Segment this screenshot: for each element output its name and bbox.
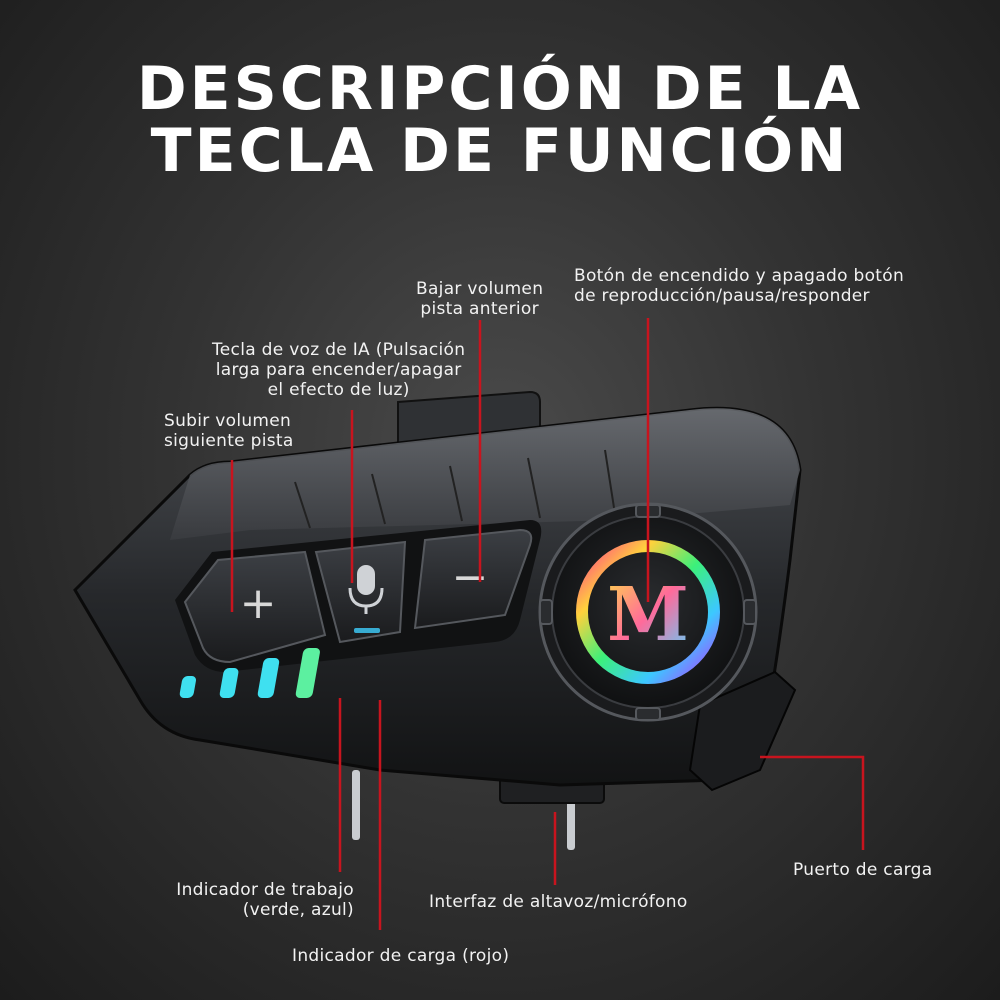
ai-voice-button[interactable] bbox=[314, 540, 407, 644]
callout-power: Botón de encendido y apagado botón de re… bbox=[574, 266, 904, 306]
led-indicators bbox=[179, 648, 320, 698]
callout-volume-up-line2: siguiente pista bbox=[164, 431, 294, 451]
page-title-line2: TECLA DE FUNCIÓN bbox=[150, 116, 850, 186]
minus-symbol: − bbox=[452, 552, 489, 603]
callout-speaker-mic: Interfaz de altavoz/micrófono bbox=[429, 892, 688, 912]
callout-speaker-mic-line1: Interfaz de altavoz/micrófono bbox=[429, 892, 688, 912]
mount-pin-right bbox=[567, 790, 575, 850]
callout-volume-up: Subir volumen siguiente pista bbox=[164, 411, 294, 451]
led-bar-2 bbox=[219, 668, 239, 698]
volume-down-button[interactable]: − bbox=[413, 528, 533, 630]
callout-work-indicator-line1: Indicador de trabajo bbox=[176, 880, 354, 900]
callout-ai-voice: Tecla de voz de IA (Pulsación larga para… bbox=[212, 340, 465, 400]
plus-symbol: + bbox=[240, 578, 277, 629]
callout-ai-voice-line1: Tecla de voz de IA (Pulsación bbox=[212, 340, 466, 360]
microphone-icon bbox=[348, 565, 384, 633]
callout-volume-down: Bajar volumen pista anterior bbox=[416, 279, 543, 319]
power-knob[interactable]: M bbox=[538, 502, 758, 722]
callout-ai-voice-line2: larga para encender/apagar bbox=[215, 360, 462, 380]
led-bar-4 bbox=[295, 648, 320, 698]
mount-pin-left bbox=[352, 770, 360, 840]
callout-power-line1: Botón de encendido y apagado botón bbox=[574, 266, 905, 286]
volume-up-button[interactable]: + bbox=[183, 550, 327, 664]
callout-work-indicator: Indicador de trabajo (verde, azul) bbox=[174, 880, 354, 920]
callout-charging-port: Puerto de carga bbox=[793, 860, 932, 880]
callout-volume-up-line1: Subir volumen bbox=[164, 411, 292, 431]
callout-charge-indicator: Indicador de carga (rojo) bbox=[292, 946, 509, 966]
charging-port-block bbox=[688, 670, 797, 792]
led-bar-3 bbox=[257, 658, 280, 698]
callout-ai-voice-line3: el efecto de luz) bbox=[267, 380, 410, 400]
callout-lines bbox=[230, 318, 865, 930]
callout-work-indicator-line2: (verde, azul) bbox=[242, 900, 354, 920]
callout-volume-down-line2: pista anterior bbox=[420, 299, 539, 319]
callout-power-line2: de reproducción/pausa/responder bbox=[574, 286, 870, 306]
page-title-line1: DESCRIPCIÓN DE LA bbox=[136, 54, 864, 124]
callout-charge-indicator-line1: Indicador de carga (rojo) bbox=[292, 946, 510, 966]
led-bar-1 bbox=[179, 676, 196, 698]
callout-charging-port-line1: Puerto de carga bbox=[793, 860, 933, 880]
callout-volume-down-line1: Bajar volumen bbox=[416, 279, 544, 299]
